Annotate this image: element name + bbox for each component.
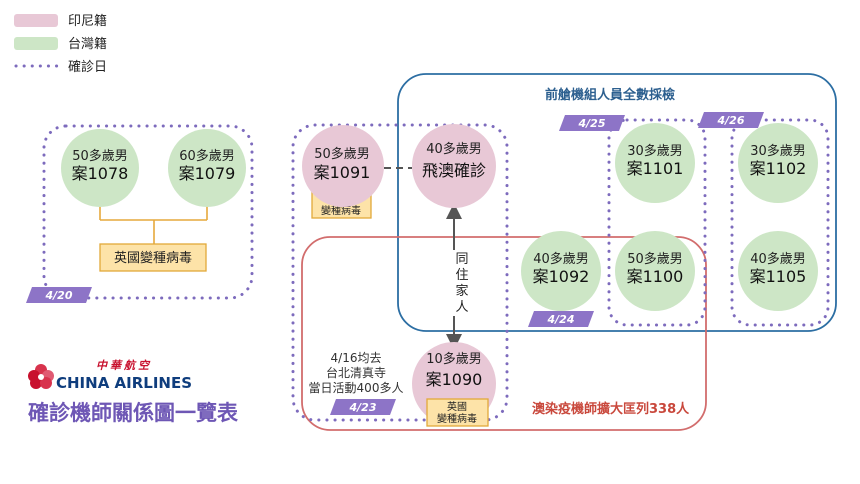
date-tag-424 bbox=[528, 311, 594, 327]
date-tag-425 bbox=[559, 115, 625, 131]
date-tags: 4/20 4/23 4/24 4/25 4/26 bbox=[26, 112, 764, 415]
date-tag-423 bbox=[330, 399, 396, 415]
red-group-label: 澳染疫機師擴大匡列338人 bbox=[532, 401, 690, 417]
case-circle-1079 bbox=[168, 129, 246, 207]
case-1102: 30多歲男 案1102 bbox=[738, 123, 818, 203]
case-age-1079: 60多歲男 bbox=[179, 148, 235, 164]
date-text-420: 4/20 bbox=[45, 289, 73, 302]
date-text-423: 4/23 bbox=[349, 401, 377, 414]
case-1101: 30多歲男 案1101 bbox=[615, 123, 695, 203]
case-age-aus: 40多歲男 bbox=[426, 141, 482, 157]
cohabit-label-bg bbox=[451, 250, 473, 316]
case-id-1101: 案1101 bbox=[627, 159, 684, 178]
case-age-1102: 30多歲男 bbox=[750, 143, 806, 159]
dotted-groups bbox=[42, 118, 830, 422]
case-aus: 40多歲男 飛澳確診 bbox=[412, 124, 496, 208]
case-age-1090: 10多歲男 bbox=[426, 351, 482, 367]
case-id-1092: 案1092 bbox=[533, 267, 590, 286]
legend-swatch-taiwanese bbox=[14, 37, 58, 50]
case-1100: 50多歲男 案1100 bbox=[615, 231, 695, 311]
variant-text-1090-line2: 變種病毒 bbox=[437, 412, 477, 425]
case-age-1091: 50多歲男 bbox=[314, 146, 370, 162]
brand-chinese: 中華航空 bbox=[96, 359, 152, 372]
case-id-1091: 案1091 bbox=[314, 163, 371, 182]
blue-group-box bbox=[397, 73, 837, 332]
case-circle-1092 bbox=[521, 231, 601, 311]
dotted-group-423 bbox=[291, 123, 509, 422]
case-circle-1078 bbox=[61, 129, 139, 207]
cohabit-char-4: 人 bbox=[455, 300, 468, 315]
case-circle-1105 bbox=[738, 231, 818, 311]
case-id-1079: 案1079 bbox=[179, 164, 236, 183]
case-circle-aus bbox=[412, 124, 496, 208]
case-id-1105: 案1105 bbox=[750, 267, 807, 286]
case-age-1101: 30多歲男 bbox=[627, 143, 683, 159]
red-group-box bbox=[301, 236, 707, 431]
variant-box-1078-1079 bbox=[99, 243, 207, 272]
case-1079: 60多歲男 案1079 bbox=[168, 129, 246, 207]
case-1105: 40多歲男 案1105 bbox=[738, 231, 818, 311]
cohabit-char-2: 住 bbox=[455, 268, 468, 283]
case-age-1078: 50多歲男 bbox=[72, 148, 128, 164]
date-text-425: 4/25 bbox=[578, 117, 606, 130]
case-age-1100: 50多歲男 bbox=[627, 251, 683, 267]
case-age-1092: 40多歲男 bbox=[533, 251, 589, 267]
legend-label-taiwanese: 台灣籍 bbox=[68, 36, 107, 52]
case-circle-1101 bbox=[615, 123, 695, 203]
date-text-426: 4/26 bbox=[717, 114, 745, 127]
blue-group-label: 前艙機組人員全數採檢 bbox=[545, 87, 675, 103]
case-id-1090: 案1090 bbox=[426, 370, 483, 389]
dotted-group-425 bbox=[607, 118, 707, 327]
plum-blossom-icon bbox=[28, 364, 54, 389]
legend-label-confirm-date: 確診日 bbox=[68, 59, 107, 75]
case-1078: 50多歲男 案1078 bbox=[61, 129, 139, 207]
cohabit-char-3: 家 bbox=[455, 283, 468, 299]
mosque-note-line2: 台北清真寺 bbox=[326, 365, 386, 380]
dotted-group-420 bbox=[42, 124, 254, 300]
case-circle-1102 bbox=[738, 123, 818, 203]
case-1091: 50多歲男 案1091 bbox=[302, 125, 384, 207]
variant-text-1091-line2: 變種病毒 bbox=[321, 204, 361, 217]
case-id-1100: 案1100 bbox=[627, 267, 684, 286]
variant-text-1078-1079: 英國變種病毒 bbox=[114, 250, 192, 266]
variant-box-1090 bbox=[426, 398, 489, 427]
date-tag-420 bbox=[26, 287, 92, 303]
cohabit-char-1: 同 bbox=[455, 252, 468, 267]
case-circle-1100 bbox=[615, 231, 695, 311]
case-age-1105: 40多歲男 bbox=[750, 251, 806, 267]
mosque-note-line1: 4/16均去 bbox=[331, 351, 382, 365]
mosque-note: 4/16均去 台北清真寺 當日活動400多人 bbox=[309, 351, 404, 395]
legend-swatch-indonesian bbox=[14, 14, 58, 27]
dotted-group-426 bbox=[730, 118, 830, 327]
cohabit-label: 同 住 家 人 bbox=[455, 252, 468, 315]
variant-text-1090-line1: 英國 bbox=[447, 400, 467, 413]
page-title: 確診機師關係圖一覽表 bbox=[28, 401, 239, 425]
case-id-aus: 飛澳確診 bbox=[422, 161, 486, 180]
legend-label-indonesian: 印尼籍 bbox=[68, 13, 107, 29]
china-airlines-logo: 中華航空 CHINA AIRLINES bbox=[28, 359, 192, 392]
brand-english: CHINA AIRLINES bbox=[56, 374, 192, 392]
case-id-1078: 案1078 bbox=[72, 164, 129, 183]
case-id-1102: 案1102 bbox=[750, 159, 807, 178]
case-1092: 40多歲男 案1092 bbox=[521, 231, 601, 311]
mosque-note-line3: 當日活動400多人 bbox=[309, 381, 404, 395]
date-tag-426 bbox=[698, 112, 764, 128]
date-text-424: 4/24 bbox=[547, 313, 575, 326]
legend: 印尼籍 台灣籍 確診日 bbox=[14, 13, 107, 75]
case-circle-1091 bbox=[302, 125, 384, 207]
